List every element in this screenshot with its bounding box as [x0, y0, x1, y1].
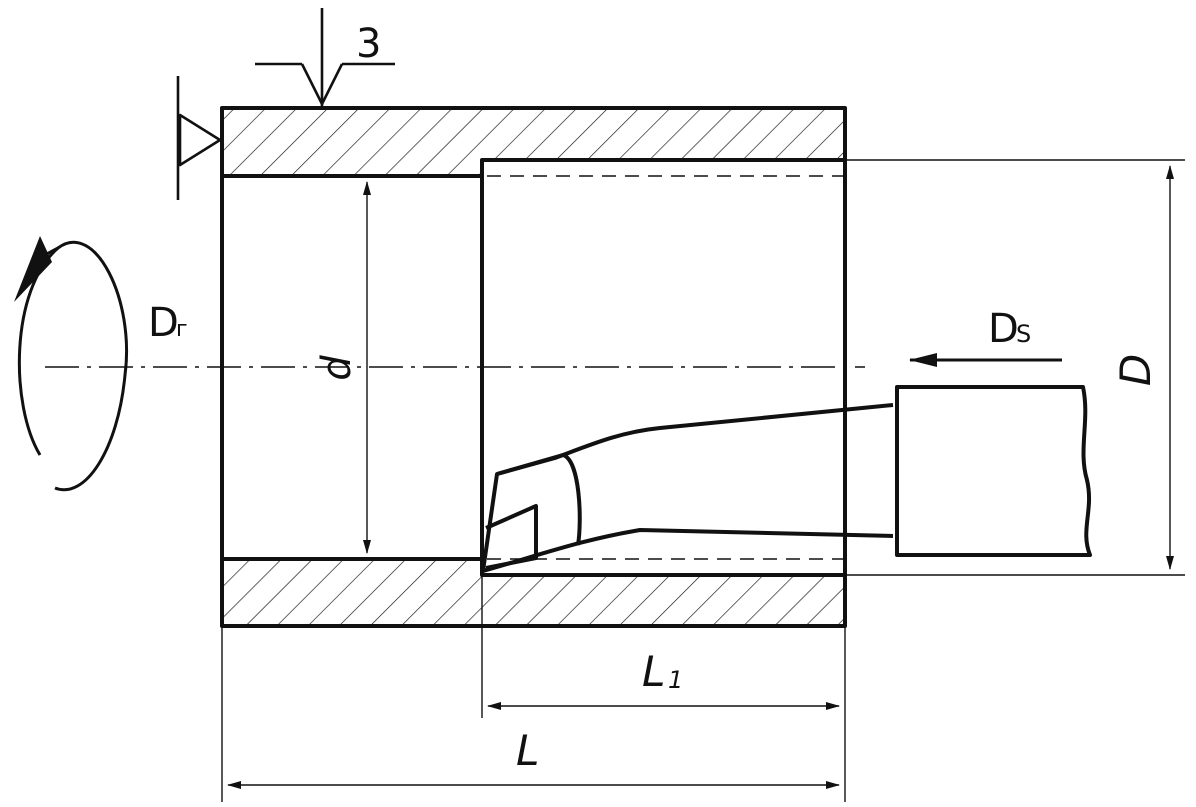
rotation-motion-subscript: г [176, 317, 188, 342]
support-symbol [176, 76, 222, 200]
feed-arrow: D S [909, 306, 1062, 367]
dimension-inner-diameter: d [314, 181, 371, 554]
bore-length-subscript: 1 [668, 666, 683, 694]
outer-diameter-label: D [1111, 354, 1160, 386]
bottom-wall-section [222, 559, 845, 626]
clamp-symbol: 3 [255, 8, 395, 106]
dimension-outer-diameter: D [845, 159, 1185, 576]
bore-length-label: L [642, 647, 665, 696]
rotation-arrow: D г [14, 236, 188, 492]
tool-head [496, 453, 582, 546]
tool-insert [485, 504, 538, 570]
feed-motion-label: D [988, 306, 1019, 352]
dimension-bore-length: L 1 [481, 575, 846, 802]
total-length-label: L [516, 726, 539, 775]
top-wall-section [222, 108, 845, 176]
boring-tool [481, 385, 1092, 573]
clamp-number-label: 3 [356, 21, 381, 67]
tool-shank [895, 385, 1092, 557]
tool-bar [481, 403, 894, 573]
rotation-motion-label: D [148, 300, 179, 346]
feed-motion-subscript: S [1016, 320, 1031, 348]
dimension-total-length: L [221, 626, 840, 802]
workpiece [220, 106, 847, 628]
inner-diameter-label: d [314, 355, 360, 381]
